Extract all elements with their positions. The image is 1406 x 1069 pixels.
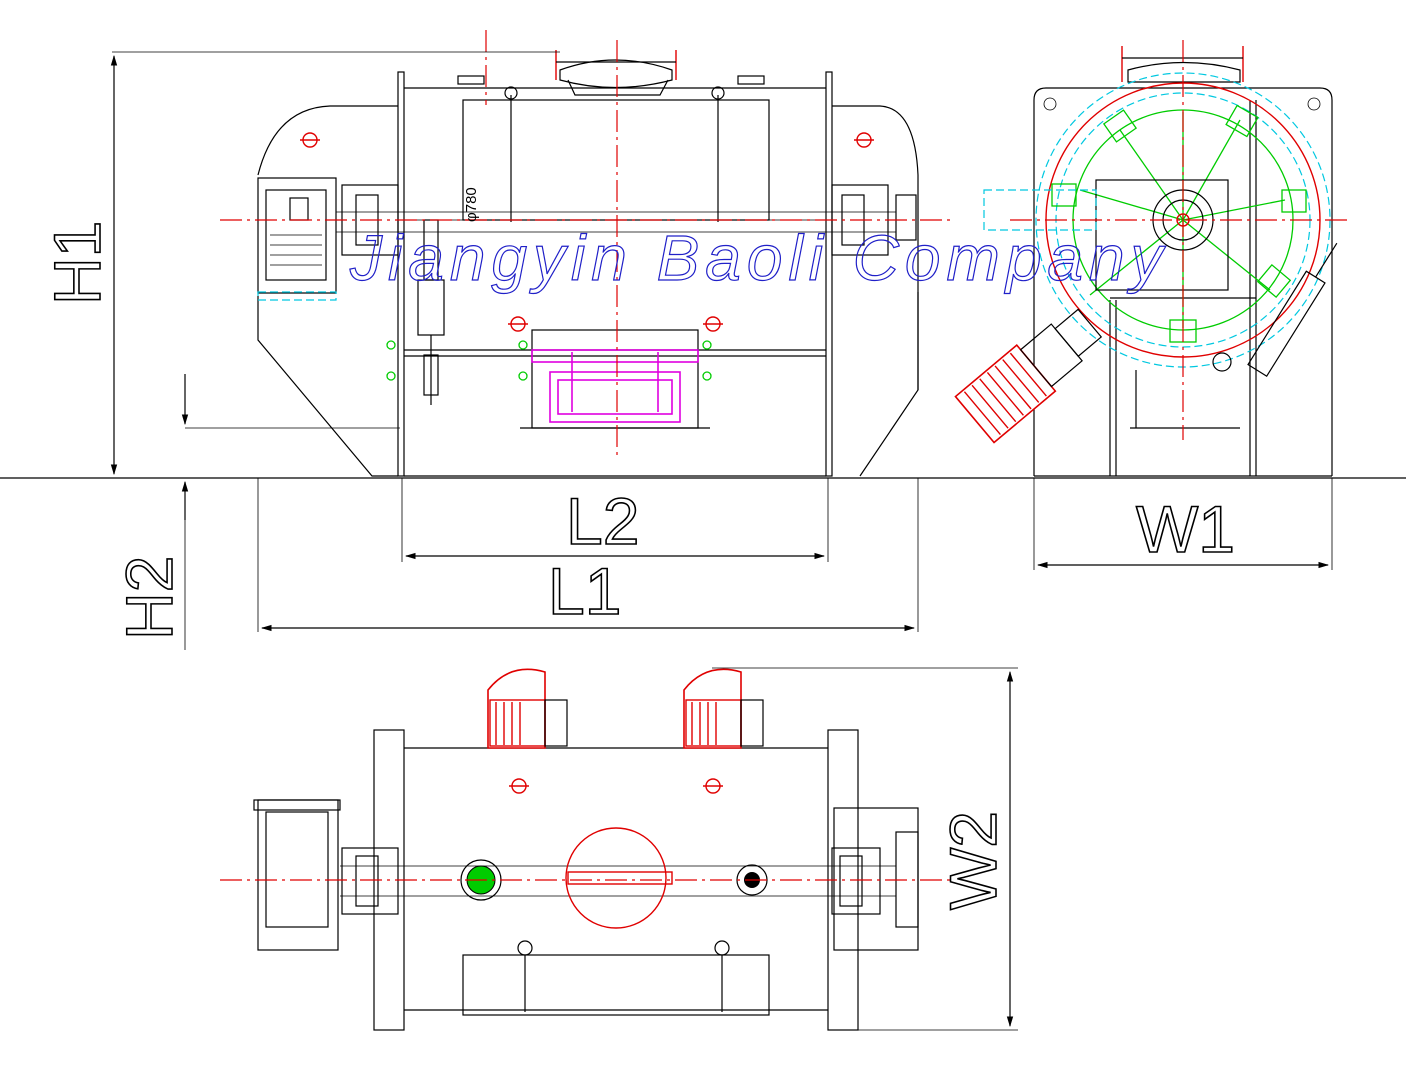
company-watermark: Jiangyin Baoli Company xyxy=(349,222,1169,294)
front-view-dimensions xyxy=(110,51,919,650)
front-view xyxy=(220,30,950,477)
dimension-l2-label: L2 xyxy=(566,484,639,558)
diameter-label: φ780 xyxy=(463,187,480,222)
side-view-dimensions xyxy=(1033,478,1333,570)
dimension-h1-label: H1 xyxy=(40,221,114,305)
side-view xyxy=(954,40,1350,477)
dimension-l1-label: L1 xyxy=(548,554,621,628)
dimension-w1-label: W1 xyxy=(1136,492,1235,566)
dimension-w2-label: W2 xyxy=(936,811,1010,910)
top-view-dimensions xyxy=(712,667,1018,1031)
top-view xyxy=(220,668,950,1031)
dimension-h2-label: H2 xyxy=(112,556,186,640)
